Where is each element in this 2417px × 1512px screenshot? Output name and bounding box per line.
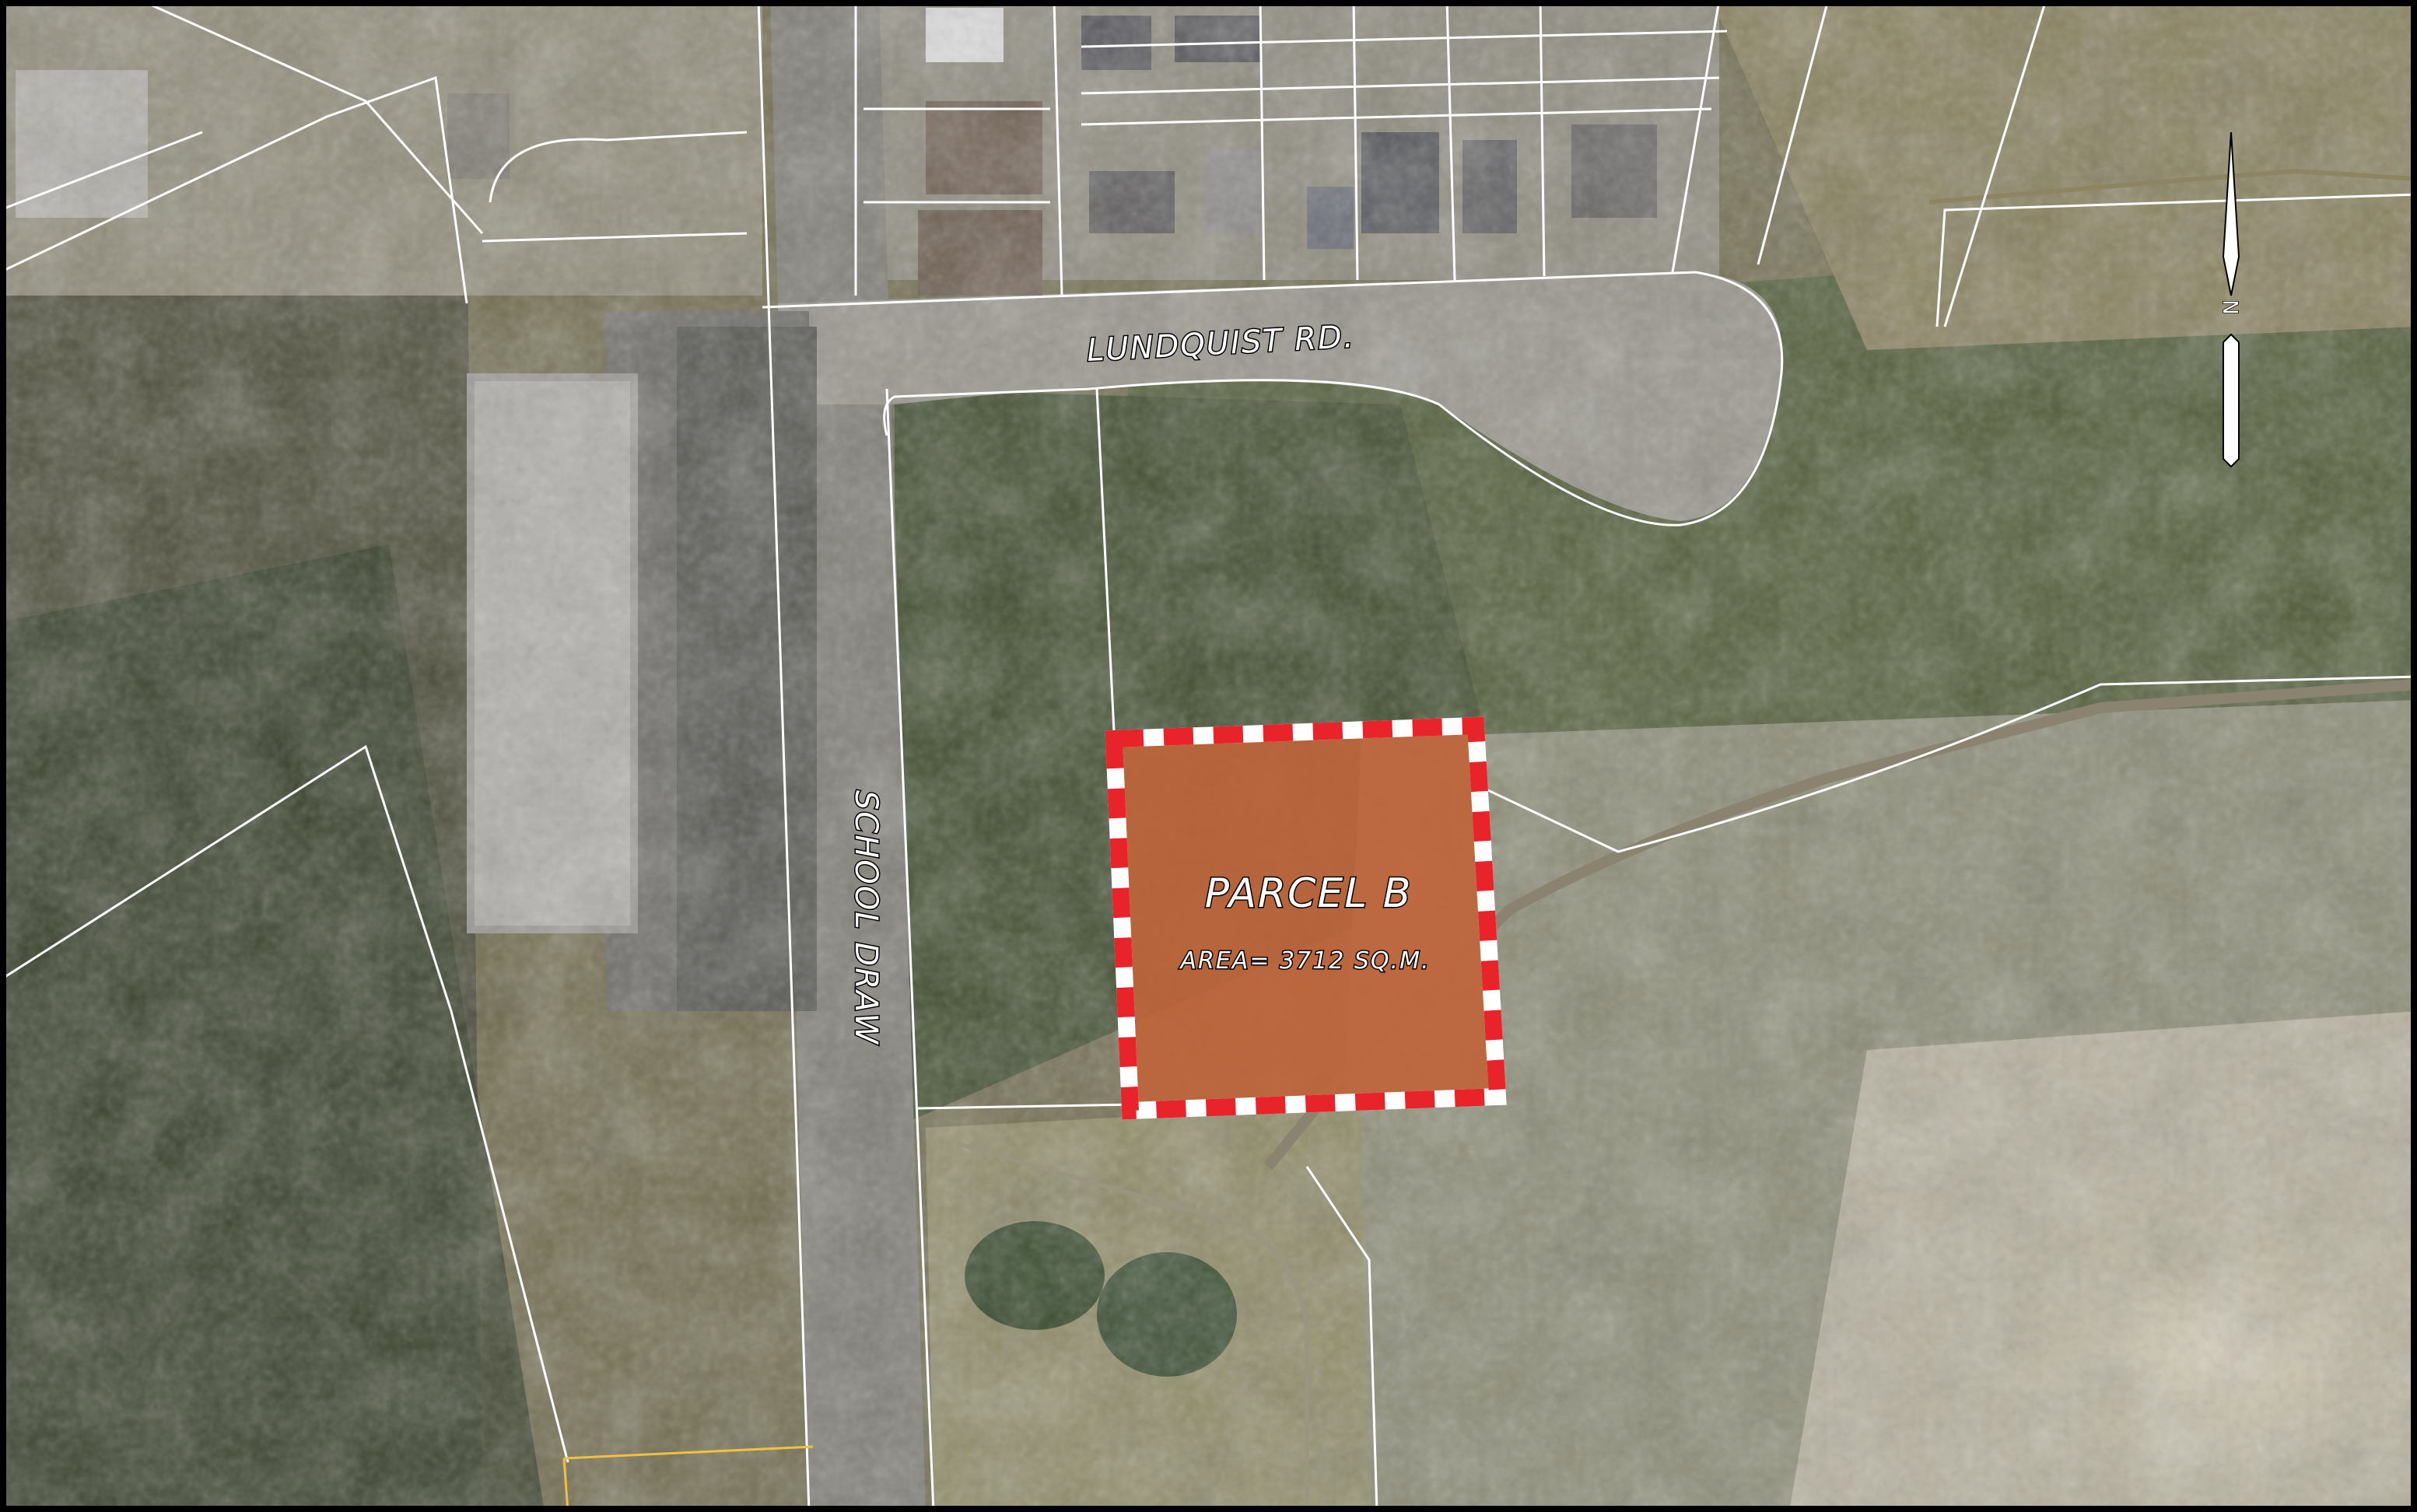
north-arrow-icon: N [2217,131,2242,468]
road-label-school-draw: SCHOOL DRAW [848,790,884,1045]
parcel-b-name: PARCEL B [1205,870,1413,917]
parcel-b-border-white [1105,716,1507,1120]
parcel-b-fill [1114,726,1497,1111]
parcel-b[interactable]: PARCEL B AREA= 3712 SQ.M. [1105,716,1507,1120]
parcel-b-area: AREA= 3712 SQ.M. [1179,947,1430,975]
yellow-lot-line [563,1445,814,1460]
yellow-lot-line-vert [562,1458,569,1512]
north-arrow-label: N [2218,299,2241,314]
